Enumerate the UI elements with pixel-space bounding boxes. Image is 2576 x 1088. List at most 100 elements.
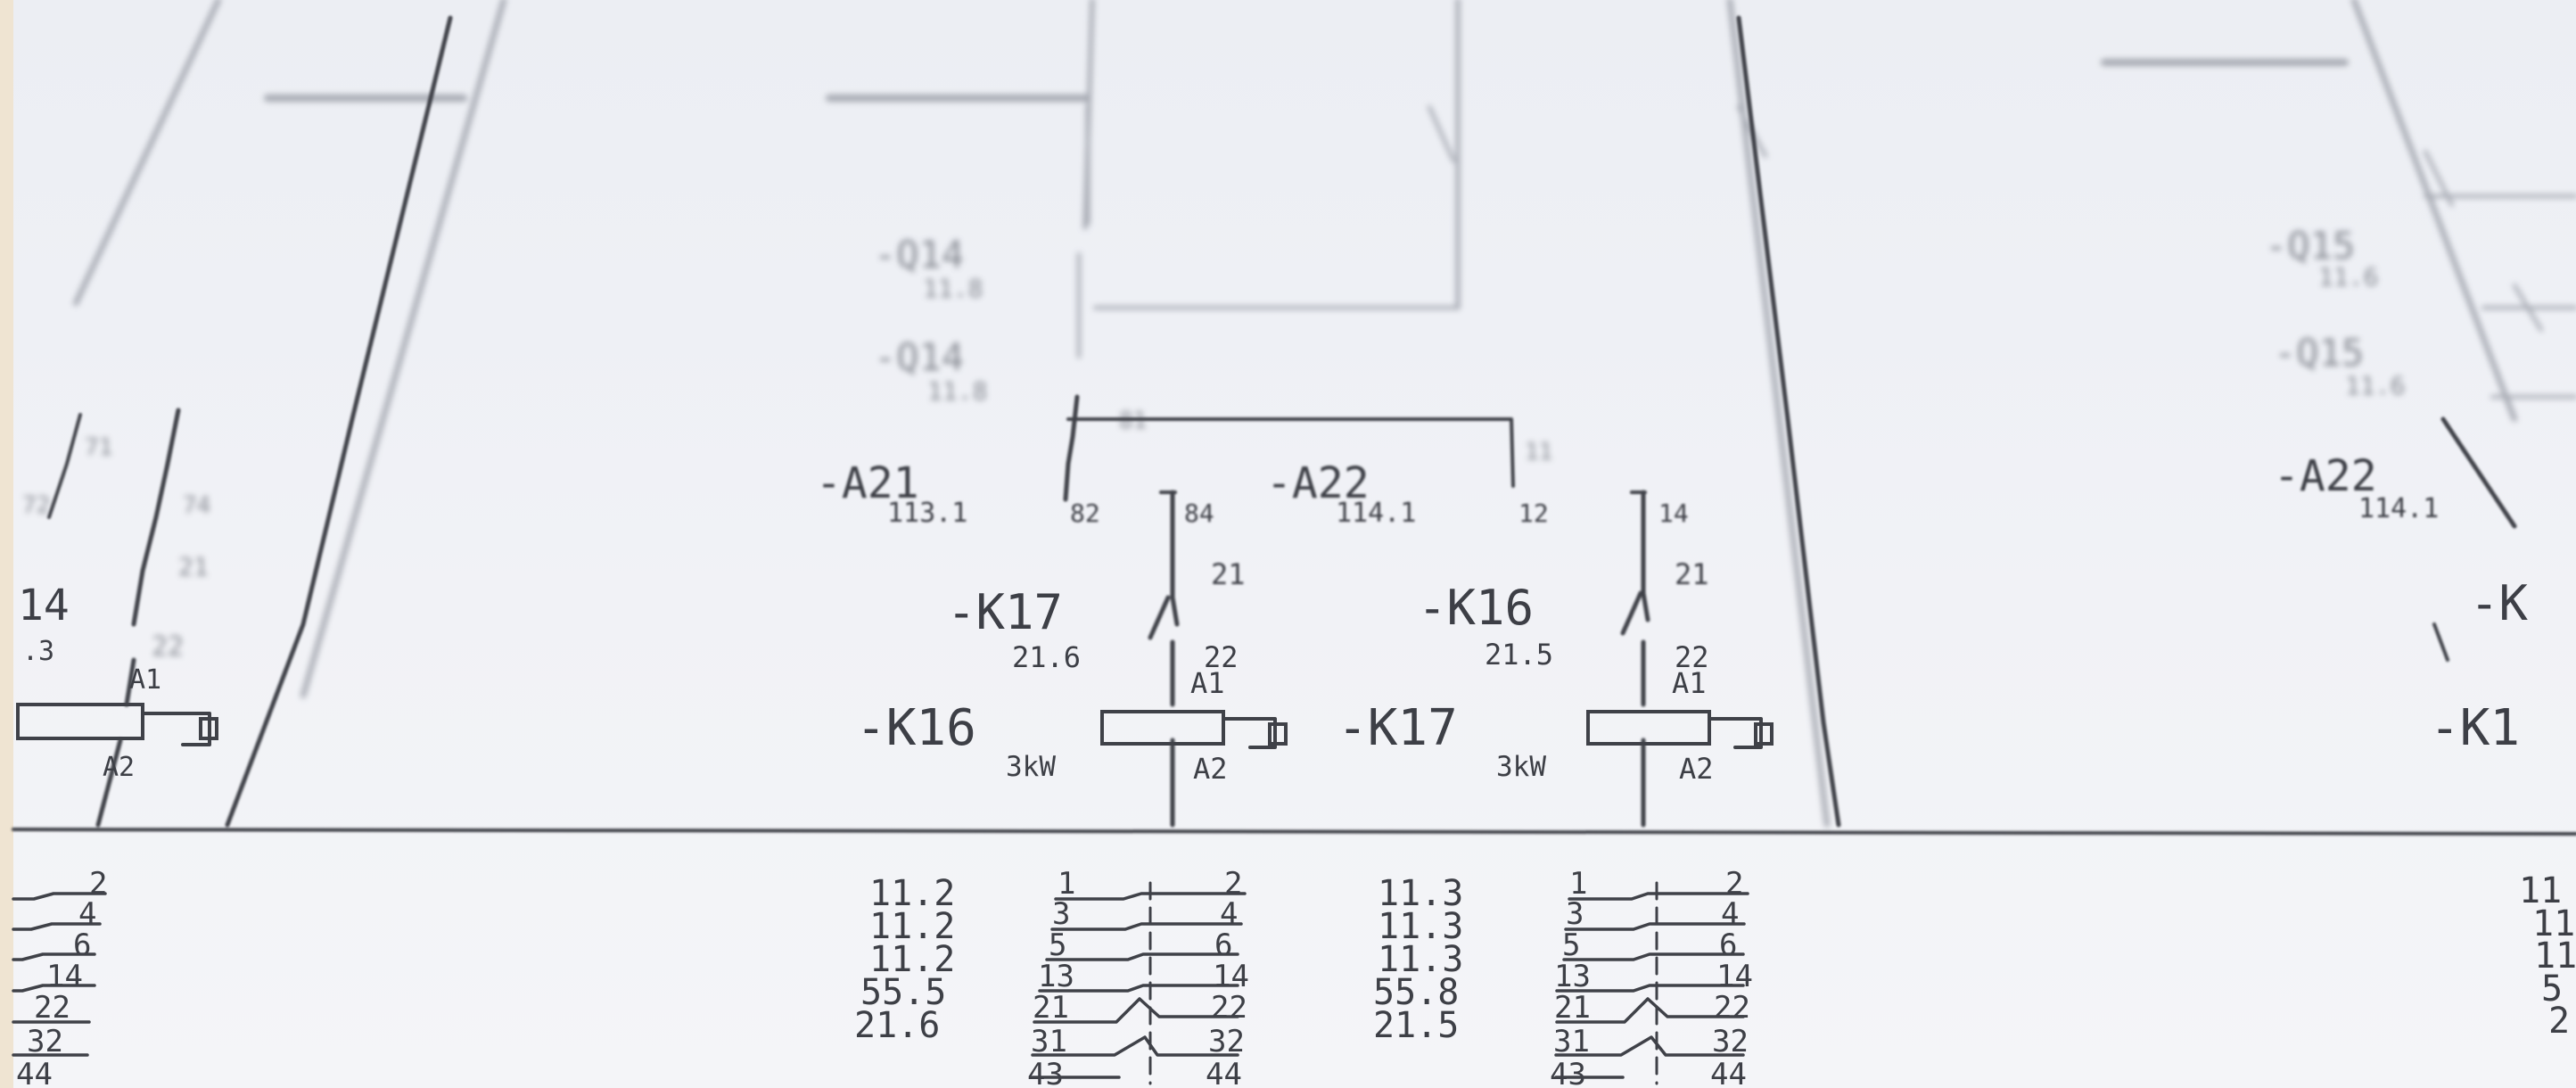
k17-pin-22: 22 <box>1204 640 1239 674</box>
q15-ref-a: 11.6 <box>2318 262 2378 292</box>
far-left-pin-44: 44 <box>16 1057 53 1088</box>
k17-coil-label: -K17 <box>1337 699 1458 757</box>
middle-table-left-pin-13: 13 <box>1554 959 1591 994</box>
left-coil-box <box>16 703 144 740</box>
middle-labels: -K17 21.6 22 -K16 21.5 22 A1 A1 -K16 3kW… <box>18 575 2529 786</box>
left-contact-21: 21 <box>178 552 209 581</box>
left-table-right-pin-22: 22 <box>1211 990 1247 1026</box>
middle-table-right-pin-4: 4 <box>1721 896 1739 932</box>
k16-coil-label: -K16 <box>856 699 976 757</box>
right-table-ref-2: 11 <box>2532 903 2575 944</box>
coil-symbols <box>16 703 1774 749</box>
left-contact-74: 74 <box>183 492 210 519</box>
left-table-ref-1: 11.2 <box>869 873 955 914</box>
far-left-pin-4: 4 <box>78 896 96 932</box>
a22-pin-11: 11 <box>1525 439 1552 466</box>
left-table-right-pin-44: 44 <box>1206 1057 1242 1088</box>
middle-table-right-pin-22: 22 <box>1714 990 1750 1026</box>
q14-label-a: -Q14 <box>874 233 964 276</box>
left-coil-label: 14 <box>18 581 70 631</box>
k16-coil-a2: A2 <box>1193 752 1228 786</box>
schematic-sheet <box>13 0 2576 1088</box>
left-coil-ref: .3 <box>22 636 54 667</box>
k17-pin-21: 21 <box>1211 557 1246 591</box>
middle-table-left-pin-1: 1 <box>1569 866 1587 902</box>
right-table-ref-5: 2 <box>2548 1001 2570 1042</box>
a22-label: -A22 <box>1266 458 1370 508</box>
q15-ref-b: 11.6 <box>2345 371 2405 400</box>
k17-label: -K17 <box>947 584 1063 640</box>
middle-table-right-pin-44: 44 <box>1710 1057 1747 1088</box>
left-table-ref-4: 55.5 <box>860 972 946 1013</box>
k16-coil-a1: A1 <box>1190 666 1225 700</box>
q14-label-b: -Q14 <box>874 335 964 379</box>
left-table-left-pin-1: 1 <box>1058 866 1075 902</box>
middle-schematic <box>12 15 2576 836</box>
k16-coil-box <box>1100 710 1225 746</box>
k16-pin-22: 22 <box>1675 640 1709 674</box>
left-table-left-pin-21: 21 <box>1033 990 1069 1026</box>
left-table-left-pin-3: 3 <box>1052 896 1070 932</box>
right-table-ref-3: 11 <box>2534 936 2576 977</box>
a22-pin-12: 12 <box>1518 499 1549 528</box>
q14-ref-a: 11.8 <box>923 274 983 303</box>
k17-coil-a2: A2 <box>1679 752 1714 786</box>
q15-label-b: -Q15 <box>2274 331 2364 375</box>
left-contact-71: 71 <box>85 434 112 461</box>
middle-table-left-pin-21: 21 <box>1554 990 1591 1026</box>
a22-pin-14: 14 <box>1658 499 1689 528</box>
left-table-left-pin-13: 13 <box>1038 959 1074 994</box>
middle-table-right-pin-14: 14 <box>1716 959 1753 994</box>
upper-middle-labels: -A21 113.1 82 84 -A22 114.1 12 14 -A22 1… <box>816 451 2439 591</box>
right-k-top: -K <box>2470 575 2529 631</box>
k17-coil-a1: A1 <box>1672 666 1707 700</box>
middle-table-ref-5: 21.5 <box>1373 1005 1459 1046</box>
middle-table-left-pin-43: 43 <box>1550 1057 1586 1088</box>
q15-label-a: -Q15 <box>2265 224 2355 268</box>
blurred-upper-region: -Q14 11.8 -Q14 11.8 -Q15 11.6 -Q15 11.6 … <box>22 0 2576 828</box>
contact-table-middle: 11.3 11.3 11.3 55.8 21.5 1 3 5 13 21 31 … <box>1373 866 1753 1088</box>
middle-table-ref-4: 55.8 <box>1373 972 1459 1013</box>
far-left-pin-22: 22 <box>34 990 70 1026</box>
k16-label: -K16 <box>1418 580 1534 636</box>
q14-ref-b: 11.8 <box>927 376 987 406</box>
a22-right-label: -A22 <box>2274 451 2377 501</box>
a21-pin-84: 84 <box>1184 499 1214 528</box>
k17-ref: 21.6 <box>1012 640 1081 674</box>
right-table-ref-1: 11 <box>2519 870 2562 911</box>
far-left-pin-6: 6 <box>73 927 91 963</box>
a22-right-ref: 114.1 <box>2358 493 2439 524</box>
left-table-right-pin-6: 6 <box>1214 927 1232 963</box>
k16-pin-21: 21 <box>1675 557 1709 591</box>
left-contact-22: 22 <box>152 631 184 663</box>
a21-label: -A21 <box>816 458 919 508</box>
left-table-left-pin-5: 5 <box>1049 927 1066 963</box>
left-coil-marker <box>199 717 218 740</box>
middle-table-ref-1: 11.3 <box>1378 873 1463 914</box>
left-table-right-pin-14: 14 <box>1213 959 1249 994</box>
k16-ref: 21.5 <box>1485 638 1553 672</box>
contact-table-left: 11.2 11.2 11.2 55.5 21.6 1 3 5 13 21 31 … <box>854 866 1249 1088</box>
middle-table-left-pin-5: 5 <box>1562 927 1580 963</box>
a21-pin-82: 82 <box>1070 499 1100 528</box>
middle-table-ref-3: 11.3 <box>1378 939 1463 980</box>
left-contact-72: 72 <box>22 492 50 519</box>
k17-coil-box <box>1586 710 1711 746</box>
left-table-ref-5: 21.6 <box>854 1005 940 1046</box>
left-table-right-pin-4: 4 <box>1220 896 1238 932</box>
k17-coil-marker <box>1754 722 1774 746</box>
middle-table-ref-2: 11.3 <box>1378 906 1463 947</box>
right-k-label: -K1 <box>2430 699 2520 757</box>
left-coil-a2: A2 <box>103 752 135 783</box>
left-coil-a1: A1 <box>129 664 161 696</box>
a22-ref: 114.1 <box>1336 498 1416 529</box>
paper-edge <box>0 0 13 1088</box>
middle-table-right-pin-6: 6 <box>1719 927 1737 963</box>
contact-table-right: 11 11 11 5 2 <box>2519 870 2576 1042</box>
left-table-left-pin-43: 43 <box>1027 1057 1064 1088</box>
left-table-ref-2: 11.2 <box>869 906 955 947</box>
middle-table-left-pin-3: 3 <box>1566 896 1584 932</box>
right-table-ref-4: 5 <box>2541 968 2563 1010</box>
k16-coil-power: 3kW <box>1006 751 1056 783</box>
